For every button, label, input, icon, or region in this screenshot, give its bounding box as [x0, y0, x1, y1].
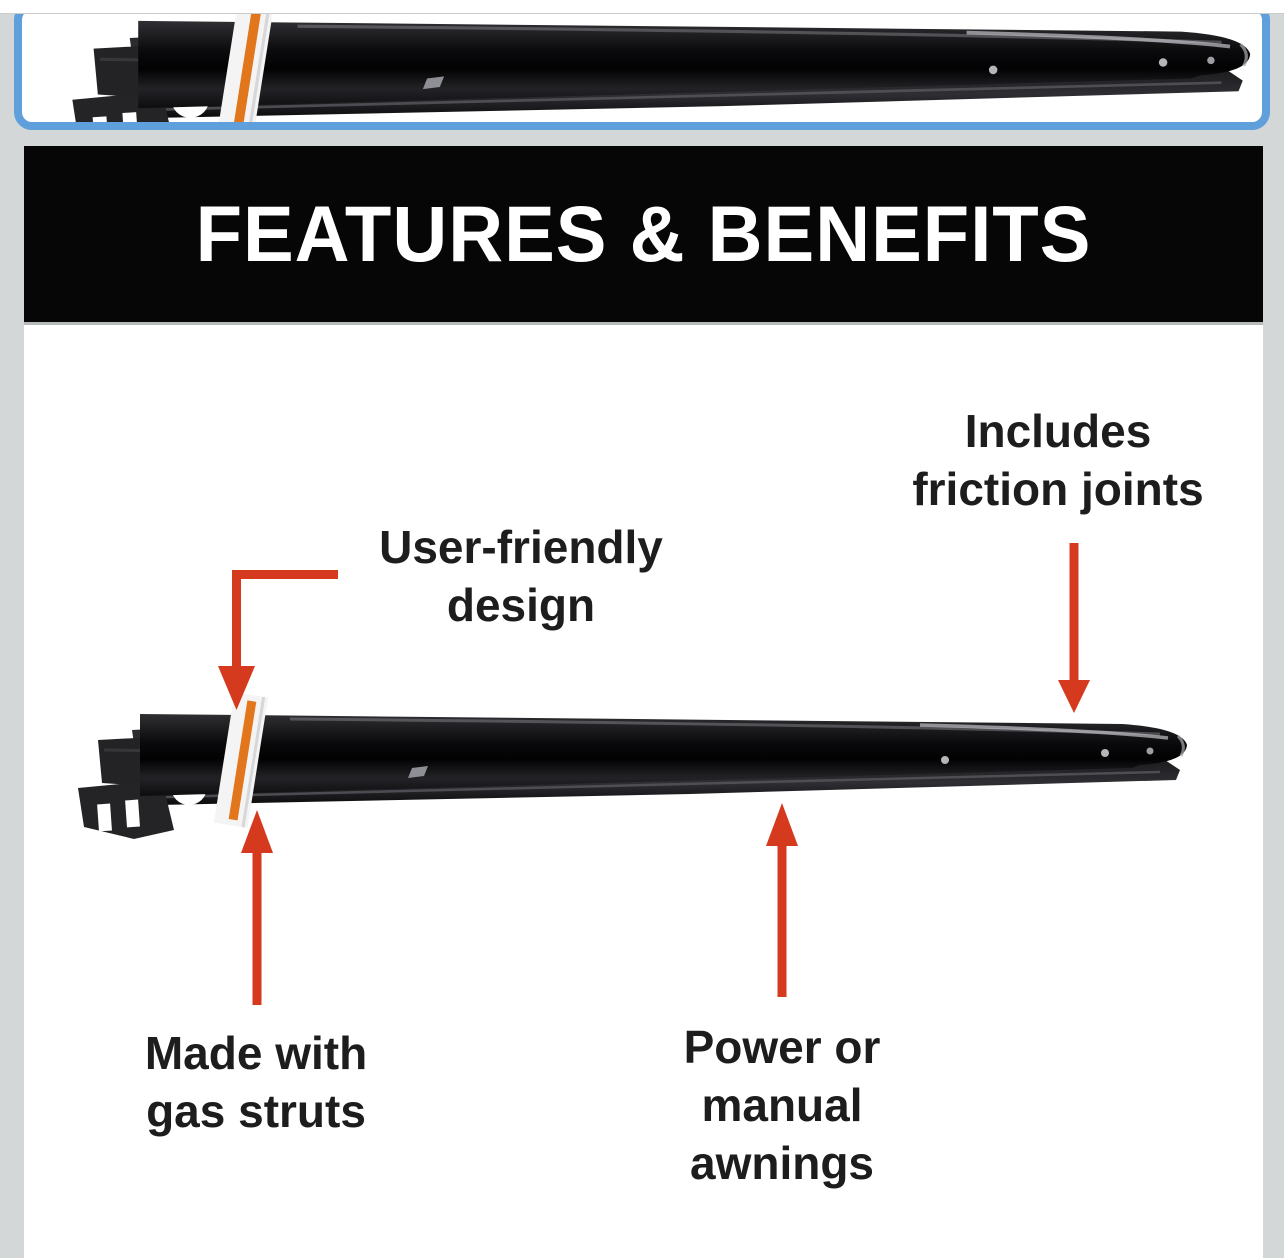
callout-friction-line1: Includes	[964, 405, 1152, 457]
banner-shadow-line	[24, 322, 1263, 325]
gas-struts-up-arrow-icon	[241, 810, 273, 1005]
power-awnings-up-arrow-icon	[766, 803, 798, 997]
callout-user-line2: design	[446, 579, 596, 631]
user-friendly-elbow-arrow-icon	[218, 570, 338, 710]
friction-joints-down-arrow-icon	[1058, 543, 1090, 713]
callout-power-line3: awnings	[689, 1137, 875, 1189]
callout-power-line1: Power or	[683, 1021, 881, 1073]
callout-friction-line2: friction joints	[912, 463, 1204, 515]
thumbnail-product-photo	[70, 10, 1253, 122]
callout-user-friendly: User-friendly design	[361, 518, 681, 634]
features-banner: FEATURES & BENEFITS	[24, 146, 1263, 322]
callout-gas-line2: gas struts	[146, 1085, 366, 1137]
top-white-strip	[0, 0, 1284, 14]
callout-gas-line1: Made with	[144, 1027, 368, 1079]
callout-gas-struts: Made with gas struts	[96, 1024, 416, 1140]
callout-power-line2: manual	[701, 1079, 863, 1131]
callout-friction-joints: Includes friction joints	[898, 402, 1218, 518]
callout-user-line1: User-friendly	[379, 521, 663, 573]
gallery-selected-thumbnail[interactable]	[14, 2, 1270, 130]
product-photo	[76, 690, 1189, 840]
callout-power-awnings: Power or manual awnings	[622, 1018, 942, 1192]
features-banner-title: FEATURES & BENEFITS	[195, 189, 1092, 279]
